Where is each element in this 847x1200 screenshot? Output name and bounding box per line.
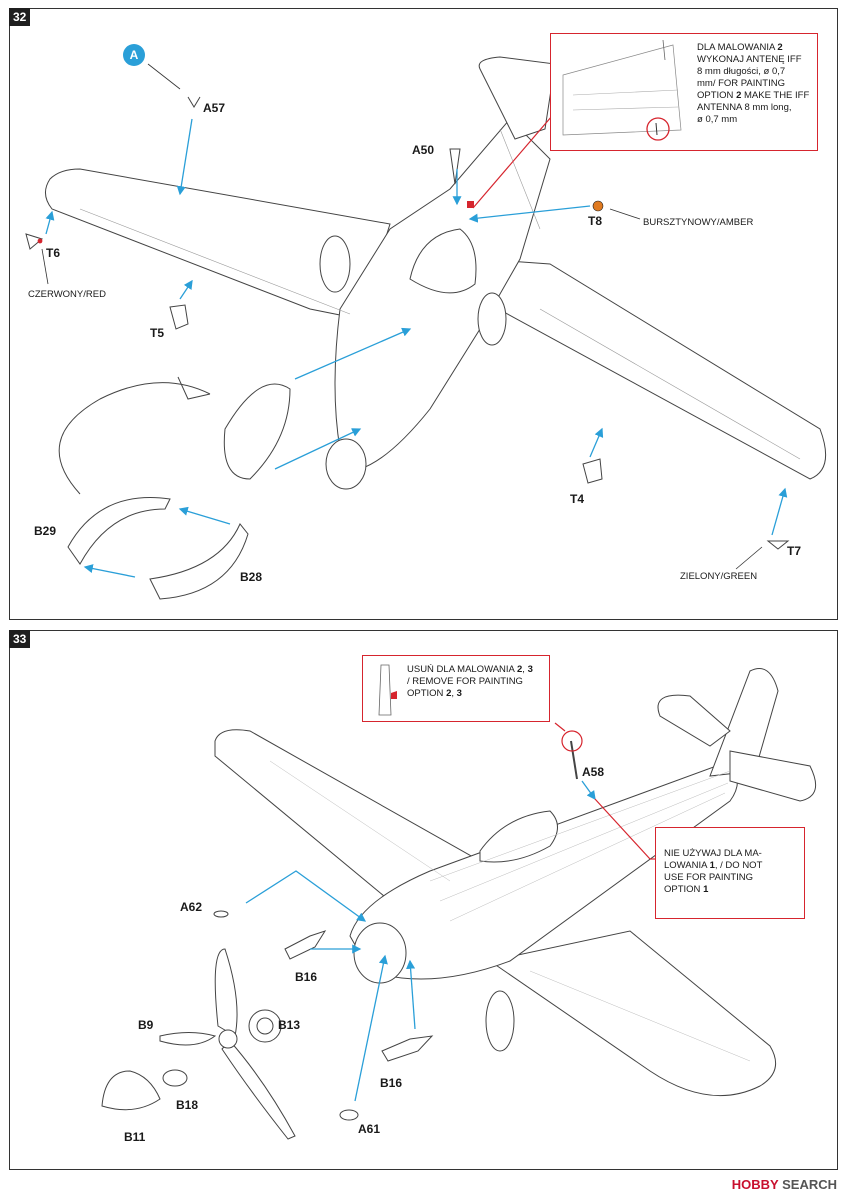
label-B13: B13 [278,1018,300,1032]
do-not-use-note: NIE UŻYWAJ DLA MA- LOWANIA 1, / DO NOT U… [655,827,805,919]
antenna-mast-detail [378,664,397,716]
label-A50: A50 [412,143,434,157]
propeller-parts [101,740,578,1140]
label-B18: B18 [176,1098,198,1112]
label-B28: B28 [240,570,262,584]
step-33-panel: 33 [9,630,838,1170]
label-A58: A58 [582,765,604,779]
hobby-search-watermark: HOBBY SEARCH [731,1177,837,1192]
remove-antenna-note: USUŃ DLA MALOWANIA 2, 3 / REMOVE FOR PAI… [362,655,550,722]
aircraft-perspective-view [214,668,817,1097]
step-32-panel: 32 A [9,8,838,620]
step-33-drawing: A58 A62 B16 B9 B13 B16 B18 B11 A61 [101,668,817,1144]
label-B16-top: B16 [295,970,317,984]
label-A61: A61 [358,1122,380,1136]
label-T7: T7 [787,544,801,558]
label-T4: T4 [570,492,584,506]
color-amber-label: BURSZTYNOWY/AMBER [643,217,753,228]
iff-antenna-note: DLA MALOWANIA 2 WYKONAJ ANTENĘ IFF 8 mm … [550,33,818,151]
iff-antenna-detail-drawing [562,39,682,141]
label-T8: T8 [588,214,602,228]
label-B29: B29 [34,524,56,538]
label-B9: B9 [138,1018,154,1032]
aircraft-top-view [45,56,827,490]
label-A57: A57 [203,101,225,115]
step-number: 32 [9,8,31,26]
label-T6: T6 [46,246,60,260]
step-number: 33 [9,630,31,648]
loose-parts [25,96,790,600]
color-green-label: ZIELONY/GREEN [680,571,757,582]
label-B11: B11 [124,1130,146,1144]
label-B16-bottom: B16 [380,1076,402,1090]
svg-text:A: A [130,48,139,62]
label-T5: T5 [150,326,164,340]
callout-a-marker: A [123,44,145,66]
step-32-drawing: A [25,44,827,600]
label-A62: A62 [180,900,202,914]
color-red-label: CZERWONY/RED [28,289,106,300]
